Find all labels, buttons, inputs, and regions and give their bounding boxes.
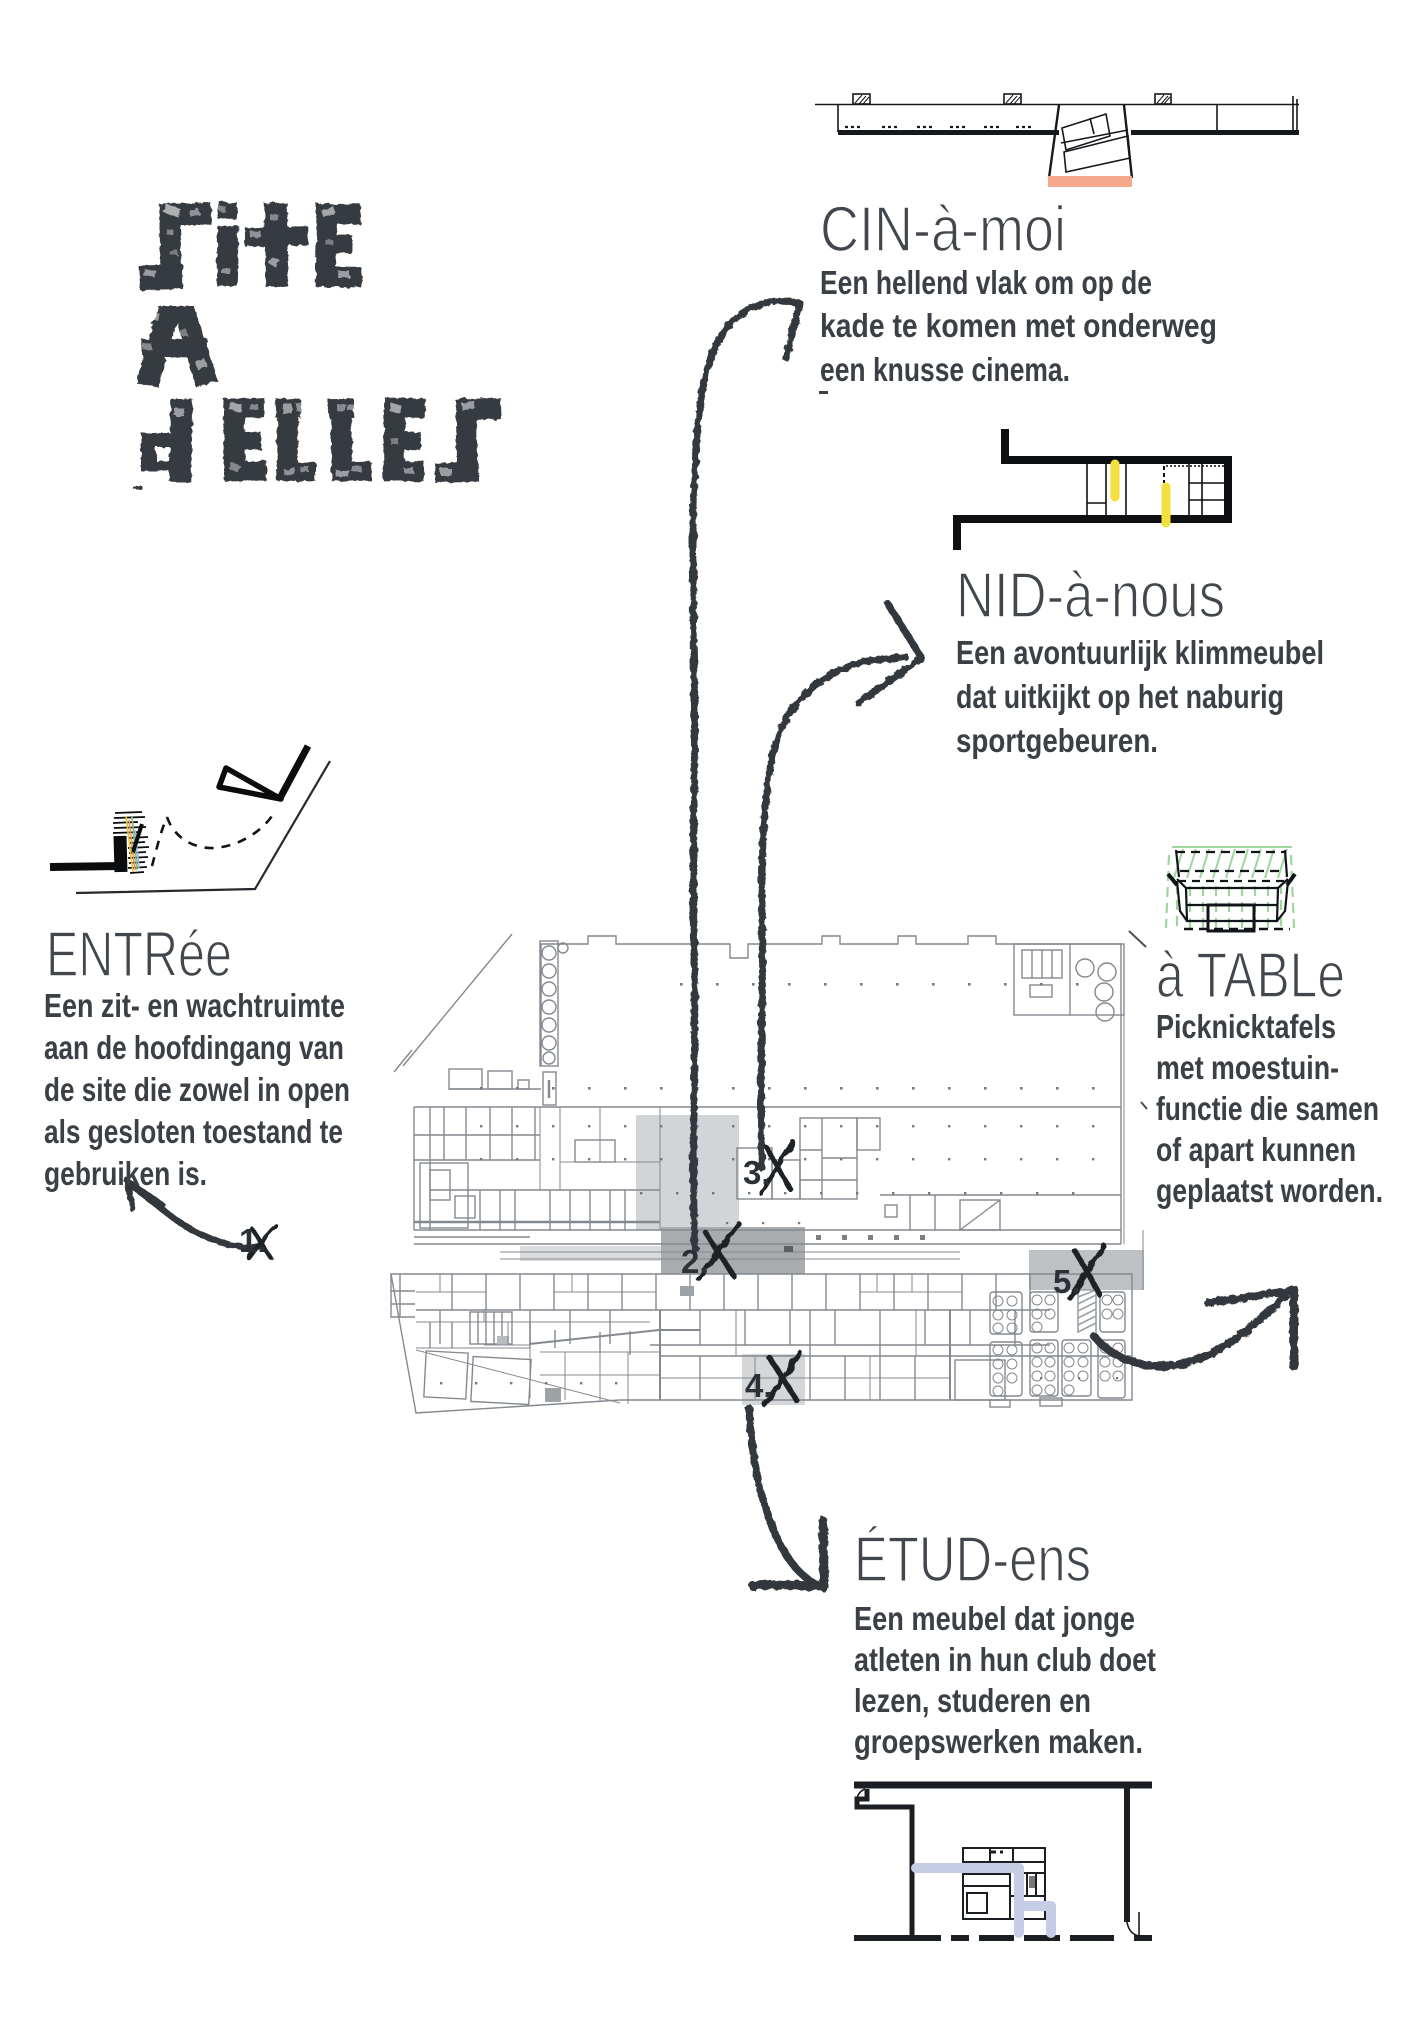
svg-text:kade te komen met onderweg: kade te komen met onderweg	[820, 307, 1217, 344]
svg-text:groepswerken maken.: groepswerken maken.	[854, 1723, 1143, 1760]
svg-text:ÉTUD-ens: ÉTUD-ens	[854, 1523, 1091, 1595]
svg-text:of apart kunnen: of apart kunnen	[1156, 1131, 1356, 1168]
svg-text:Een hellend vlak om op de: Een hellend vlak om op de	[820, 264, 1152, 301]
svg-text:sportgebeuren.: sportgebeuren.	[956, 722, 1158, 759]
svg-text:CIN-à-moi: CIN-à-moi	[820, 193, 1066, 265]
svg-text:als gesloten toestand te: als gesloten toestand te	[44, 1113, 343, 1150]
svg-text:functie die samen: functie die samen	[1156, 1090, 1379, 1127]
svg-text:1.: 1.	[239, 1222, 267, 1259]
svg-text:een knusse cinema.: een knusse cinema.	[820, 351, 1070, 388]
svg-text:aan de hoofdingang van: aan de hoofdingang van	[44, 1029, 344, 1066]
svg-text:met moestuin-: met moestuin-	[1156, 1049, 1339, 1086]
svg-text:5.: 5.	[1053, 1263, 1081, 1300]
svg-text:Een meubel dat jonge: Een meubel dat jonge	[854, 1600, 1135, 1637]
svg-text:Picknicktafels: Picknicktafels	[1156, 1008, 1336, 1045]
svg-text:Een zit- en wachtruimte: Een zit- en wachtruimte	[44, 987, 345, 1024]
svg-text:geplaatst worden.: geplaatst worden.	[1156, 1172, 1383, 1209]
svg-text:3.: 3.	[743, 1154, 771, 1191]
svg-text:4.: 4.	[745, 1367, 773, 1404]
svg-text:à TABLe: à TABLe	[1156, 939, 1345, 1011]
svg-text:ENTRée: ENTRée	[46, 918, 232, 990]
svg-text:gebruiken is.: gebruiken is.	[44, 1155, 207, 1192]
svg-text:2.: 2.	[681, 1243, 709, 1280]
svg-text:Een avontuurlijk klimmeubel: Een avontuurlijk klimmeubel	[956, 634, 1324, 671]
svg-text:dat uitkijkt op het naburig: dat uitkijkt op het naburig	[956, 678, 1284, 715]
svg-text:lezen, studeren en: lezen, studeren en	[854, 1682, 1091, 1719]
svg-text:NID-à-nous: NID-à-nous	[956, 559, 1225, 631]
svg-text:de site die zowel in open: de site die zowel in open	[44, 1071, 350, 1108]
svg-text:atleten in hun club doet: atleten in hun club doet	[854, 1641, 1156, 1678]
